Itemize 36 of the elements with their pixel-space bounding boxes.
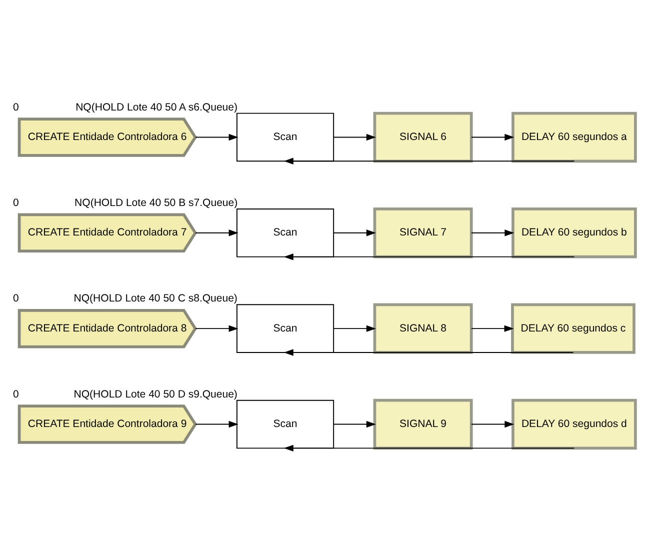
node-label: NQ(HOLD Lote 40 50 B s7.Queue): [74, 196, 238, 209]
arrow: [284, 349, 574, 356]
node-label: 0: [12, 196, 19, 209]
arrow: [195, 230, 238, 236]
node-box: DELAY 60 segundos a: [512, 112, 637, 163]
node-box: Scan: [236, 304, 334, 353]
arrow: [195, 325, 238, 332]
node-box: Scan: [236, 400, 334, 449]
arrow: [333, 230, 376, 236]
node-box: SIGNAL 9: [373, 398, 473, 450]
arrow: [195, 420, 238, 428]
arrow: [195, 134, 238, 141]
node-label: 0: [12, 292, 19, 305]
node-box: SIGNAL 7: [373, 208, 473, 258]
arrow: [470, 230, 514, 236]
arrow: [470, 134, 514, 141]
arrow: [284, 158, 575, 164]
arrow: [284, 444, 575, 452]
node-box: Scan: [236, 208, 334, 258]
node-label: 0: [12, 101, 19, 114]
arrow: [284, 253, 575, 260]
node-label: NQ(HOLD Lote 40 50 C s8.Queue): [74, 292, 238, 305]
arrow: [333, 325, 376, 332]
node-box: SIGNAL 8: [373, 303, 473, 354]
node-label: 0: [12, 388, 19, 400]
node-box: Scan: [236, 112, 334, 162]
arrow: [333, 420, 376, 428]
node-label: NQ(HOLD Lote 40 50 D s9.Queue): [74, 388, 238, 400]
node-box: DELAY 60 segundos b: [512, 208, 637, 258]
arrow: [470, 325, 514, 332]
node-box: DELAY 60 segundos c: [511, 303, 636, 354]
node-box: DELAY 60 segundos d: [512, 398, 637, 450]
arrow: [470, 420, 514, 428]
arrow: [333, 134, 376, 141]
node-box: SIGNAL 6: [373, 112, 473, 163]
node-label: NQ(HOLD Lote 40 50 A s6.Queue): [76, 101, 238, 114]
